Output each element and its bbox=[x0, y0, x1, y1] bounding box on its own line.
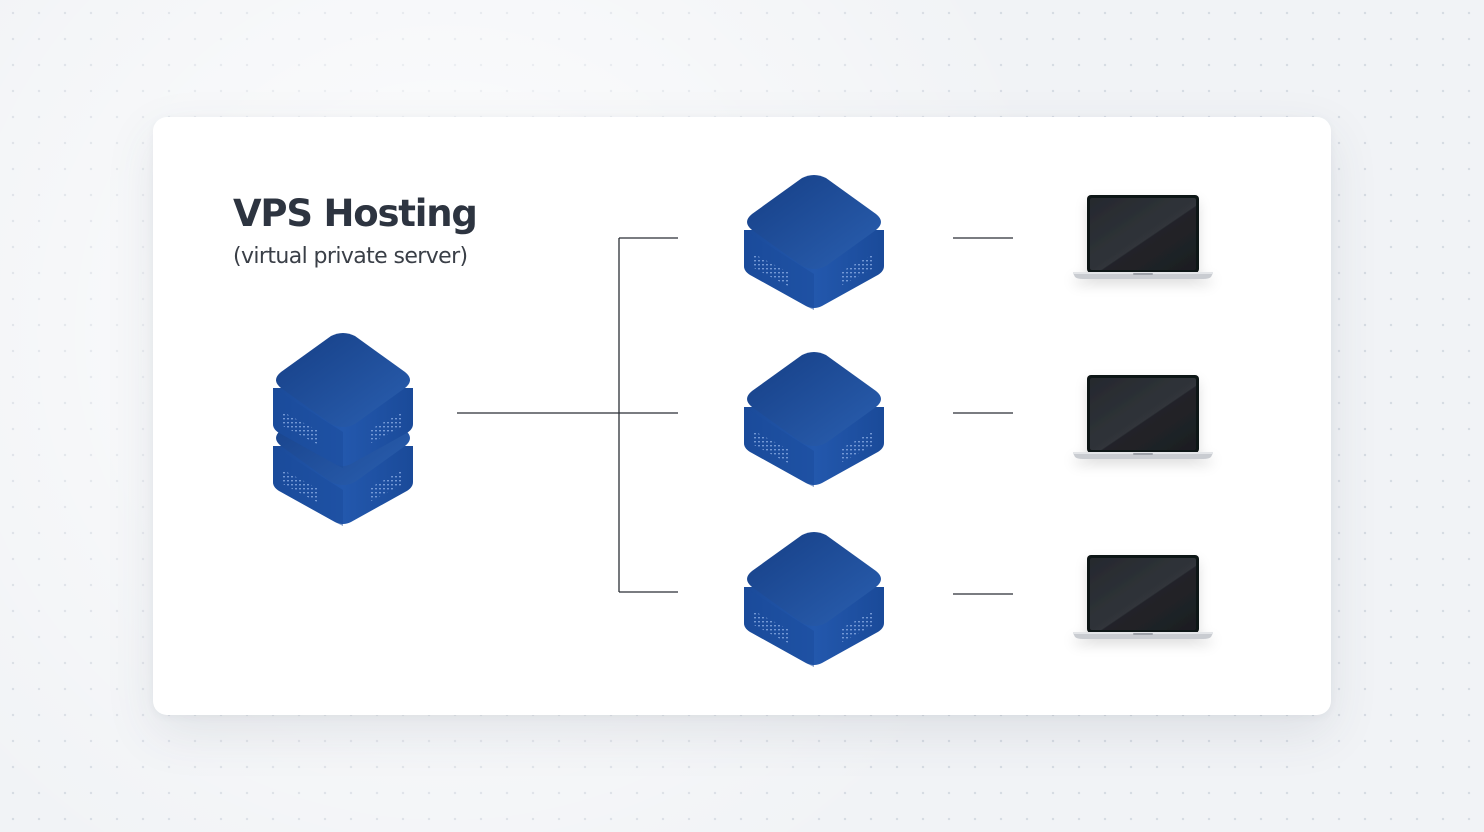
diagram-subtitle: (virtual private server) bbox=[233, 244, 468, 269]
virtual-server-icon-2 bbox=[744, 352, 884, 487]
laptop-icon-3 bbox=[1073, 555, 1213, 639]
virtual-server-icon-1 bbox=[744, 175, 884, 310]
connector-lines bbox=[457, 237, 1013, 595]
virtual-server-icon-3 bbox=[744, 532, 884, 667]
diagram-title: VPS Hosting bbox=[233, 192, 478, 235]
laptop-icon-2 bbox=[1073, 375, 1213, 459]
laptop-icon-1 bbox=[1073, 195, 1213, 279]
stacked-server-icon bbox=[273, 333, 413, 526]
